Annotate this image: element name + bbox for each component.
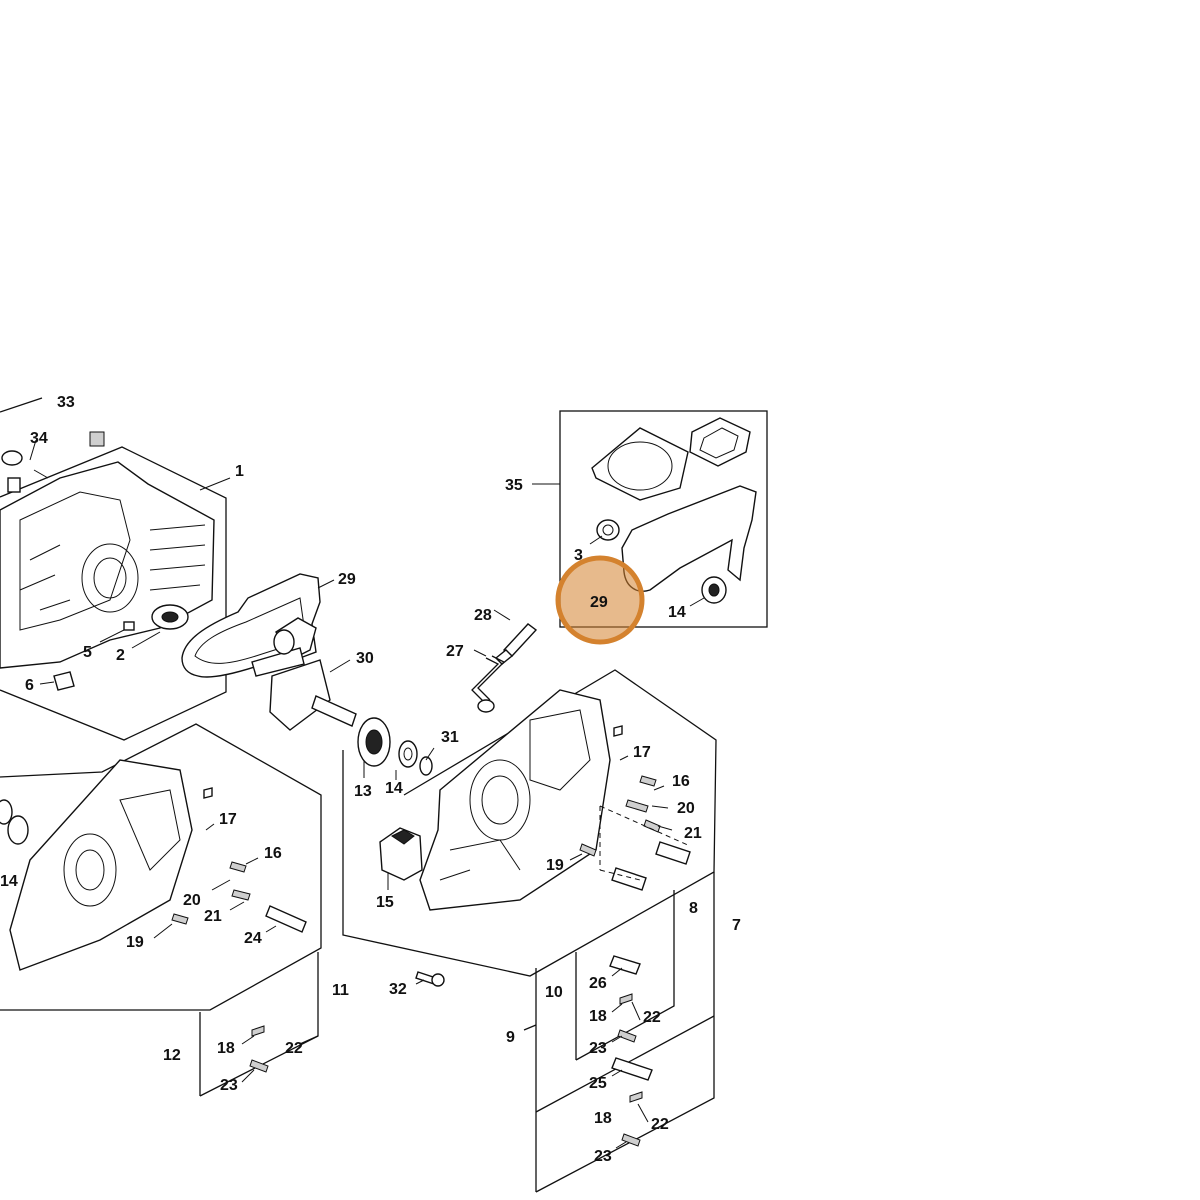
callout-14-seal[interactable]: 14 bbox=[385, 780, 403, 797]
gasket-set-35-box bbox=[559, 410, 768, 628]
callout-1[interactable]: 1 bbox=[235, 463, 244, 480]
callout-23-left[interactable]: 23 bbox=[220, 1077, 238, 1094]
callout-29-highlighted[interactable]: 29 bbox=[590, 594, 608, 611]
callout-11[interactable]: 11 bbox=[332, 982, 349, 999]
callout-10[interactable]: 10 bbox=[545, 984, 563, 1001]
callout-19-left[interactable]: 19 bbox=[126, 934, 144, 951]
callout-26[interactable]: 26 bbox=[589, 975, 607, 992]
studs-right bbox=[579, 775, 691, 891]
callout-19-right[interactable]: 19 bbox=[546, 857, 564, 874]
callout-29-gasket[interactable]: 29 bbox=[338, 571, 356, 588]
callout-17-left[interactable]: 17 bbox=[219, 811, 237, 828]
callout-22-mid[interactable]: 22 bbox=[643, 1009, 661, 1026]
callout-20-right[interactable]: 20 bbox=[677, 800, 695, 817]
callout-labels: 33 34 1 29 30 28 27 35 3 29 14 5 2 6 31 … bbox=[0, 394, 741, 1165]
bearing-13 bbox=[357, 717, 391, 767]
callout-5[interactable]: 5 bbox=[83, 644, 92, 661]
callout-15[interactable]: 15 bbox=[376, 894, 394, 911]
callout-6[interactable]: 6 bbox=[25, 677, 34, 694]
callout-34[interactable]: 34 bbox=[30, 430, 48, 447]
callout-32[interactable]: 32 bbox=[389, 981, 407, 998]
callout-28[interactable]: 28 bbox=[474, 607, 492, 624]
callout-22-bottom[interactable]: 22 bbox=[651, 1116, 669, 1133]
ring-31 bbox=[419, 756, 433, 776]
callout-14-box[interactable]: 14 bbox=[668, 604, 686, 621]
callout-17-right[interactable]: 17 bbox=[633, 744, 651, 761]
callout-8[interactable]: 8 bbox=[689, 900, 698, 917]
callout-21-right[interactable]: 21 bbox=[684, 825, 702, 842]
screw-32 bbox=[415, 971, 445, 987]
callout-33[interactable]: 33 bbox=[57, 394, 75, 411]
fitting-28 bbox=[494, 623, 538, 665]
callout-18-bottom[interactable]: 18 bbox=[594, 1110, 612, 1127]
callout-35[interactable]: 35 bbox=[505, 477, 523, 494]
callout-16-left[interactable]: 16 bbox=[264, 845, 282, 862]
callout-2[interactable]: 2 bbox=[116, 647, 125, 664]
callout-30[interactable]: 30 bbox=[356, 650, 374, 667]
callout-20-left[interactable]: 20 bbox=[183, 892, 201, 909]
crankcase-half-top bbox=[0, 431, 215, 691]
callout-18-left[interactable]: 18 bbox=[217, 1040, 235, 1057]
callout-3[interactable]: 3 bbox=[574, 547, 583, 564]
callout-12[interactable]: 12 bbox=[163, 1047, 181, 1064]
callout-13[interactable]: 13 bbox=[354, 783, 372, 800]
crankcase-half-right bbox=[419, 689, 623, 911]
highlight-fill bbox=[560, 560, 640, 640]
callout-31[interactable]: 31 bbox=[441, 729, 459, 746]
part-15 bbox=[379, 827, 423, 881]
callout-9[interactable]: 9 bbox=[506, 1029, 515, 1046]
seal-14 bbox=[398, 740, 418, 768]
crankcase-group-frame bbox=[0, 397, 227, 741]
crankcase-half-left bbox=[0, 759, 307, 971]
bracket-7-8-9-10 bbox=[523, 872, 715, 1193]
leader-lines bbox=[29, 439, 705, 1149]
callout-24[interactable]: 24 bbox=[244, 930, 262, 947]
crankshaft-30 bbox=[251, 617, 357, 731]
callout-14-left[interactable]: 14 bbox=[0, 873, 18, 890]
callout-25[interactable]: 25 bbox=[589, 1075, 607, 1092]
callout-18-mid[interactable]: 18 bbox=[589, 1008, 607, 1025]
callout-23-mid[interactable]: 23 bbox=[589, 1040, 607, 1057]
highlight-circle bbox=[555, 555, 645, 645]
callout-7[interactable]: 7 bbox=[732, 917, 741, 934]
crankcase-group-left-frame bbox=[0, 723, 322, 1011]
tube-27 bbox=[471, 655, 506, 713]
callout-27[interactable]: 27 bbox=[446, 643, 464, 660]
bracket-11-12 bbox=[199, 952, 319, 1097]
callout-21-left[interactable]: 21 bbox=[204, 908, 222, 925]
callout-22-left[interactable]: 22 bbox=[285, 1040, 303, 1057]
callout-16-right[interactable]: 16 bbox=[672, 773, 690, 790]
callout-23-bottom[interactable]: 23 bbox=[594, 1148, 612, 1165]
